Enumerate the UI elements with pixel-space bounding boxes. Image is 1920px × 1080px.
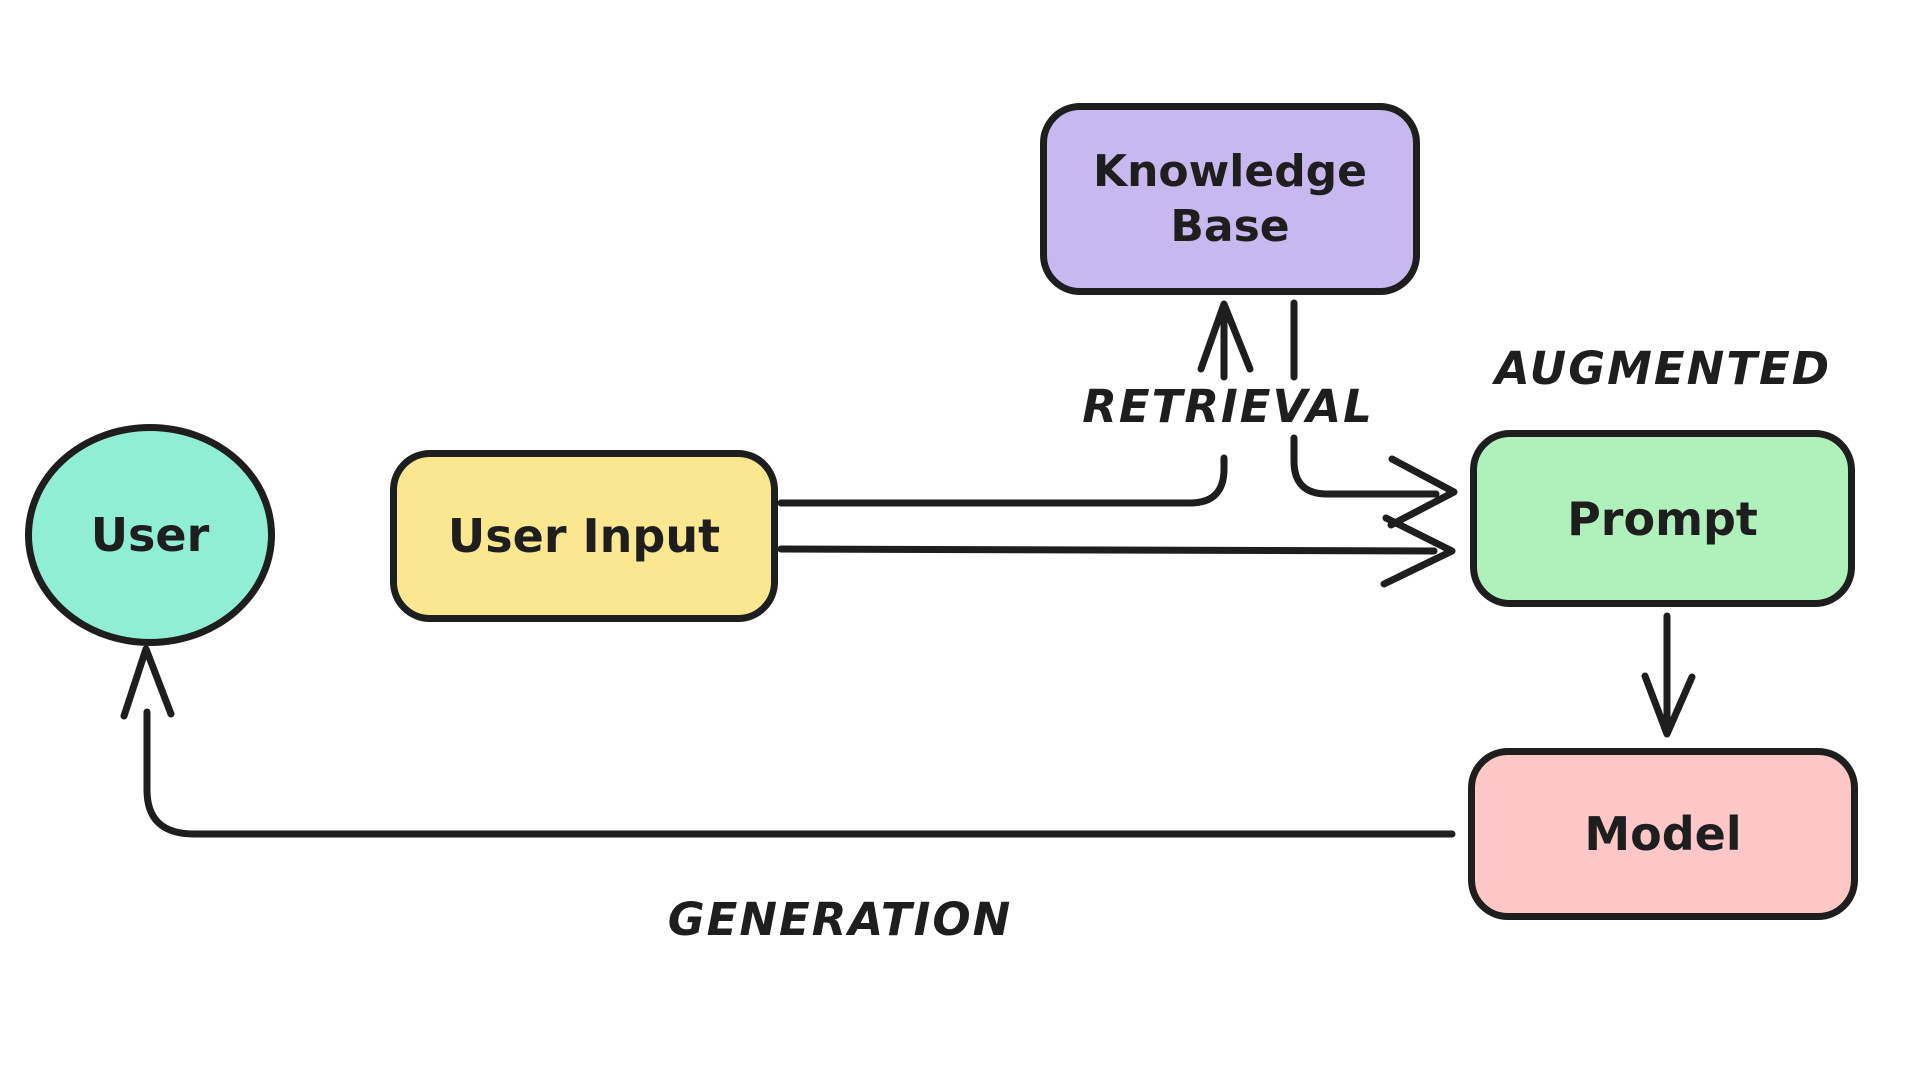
node-user: User — [25, 424, 275, 646]
node-knowledge-base-label: Knowledge Base — [1092, 146, 1368, 252]
arrowhead-knowledge-base-into-prompt — [1387, 455, 1458, 529]
flow-label-augmented: AUGMENTED — [1494, 342, 1832, 395]
node-knowledge-base: Knowledge Base — [1040, 103, 1420, 295]
node-prompt: Prompt — [1470, 430, 1855, 607]
edge-model-to-user — [143, 708, 1456, 838]
arrowhead-into-user — [120, 645, 175, 720]
flow-label-retrieval: RETRIEVAL — [1082, 380, 1374, 433]
node-user-input-label: User Input — [447, 509, 721, 563]
arrowhead-into-model — [1641, 672, 1696, 738]
edge-knowledge-base-to-prompt — [1290, 434, 1440, 498]
node-user-label: User — [90, 508, 210, 562]
node-user-input: User Input — [390, 450, 778, 622]
edge-user-input-to-prompt — [777, 545, 1438, 555]
node-prompt-label: Prompt — [1567, 491, 1758, 546]
arrowhead-into-knowledge-base — [1197, 300, 1254, 373]
node-model-label: Model — [1584, 807, 1742, 861]
node-model: Model — [1468, 748, 1858, 920]
edge-user-input-to-knowledge-base — [777, 454, 1228, 507]
flow-label-generation: GENERATION — [667, 893, 1013, 946]
arrowhead-user-input-into-prompt — [1380, 514, 1456, 588]
